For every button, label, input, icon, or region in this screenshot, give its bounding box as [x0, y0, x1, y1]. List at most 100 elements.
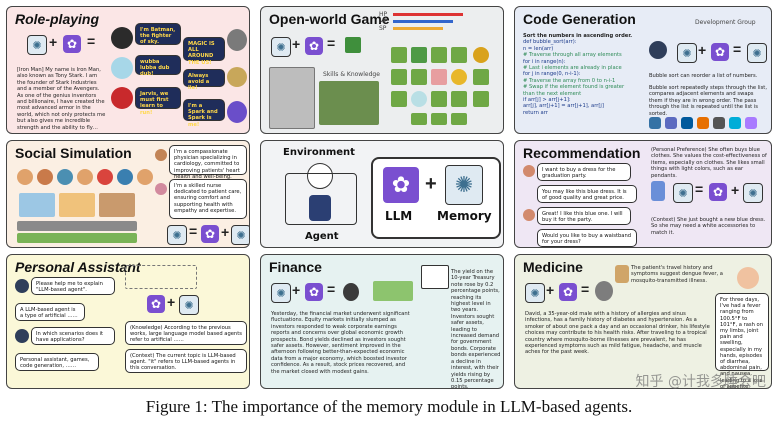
batman-avatar: [111, 27, 133, 49]
spark-avatar: [227, 101, 247, 123]
person-avatar: [77, 169, 93, 185]
panel-assistant: Personal Assistant Please help me to exp…: [6, 254, 250, 389]
globe-icon: [307, 163, 333, 189]
finance-report: Yesterday, the financial market underwen…: [271, 311, 410, 375]
city-building-icon: [99, 193, 135, 217]
grass-block-icon: [391, 47, 407, 63]
panel-codegen: Code Generation Development Group Sort t…: [514, 6, 772, 134]
pig-icon: [431, 69, 447, 85]
investor-avatar: [343, 283, 359, 301]
panel-roleplaying: Role-playing ✺ + ✿ = [Iron Man] My name …: [6, 6, 250, 134]
bubble-user-2: Great! I like this blue one. I will buy …: [537, 207, 631, 225]
grass-block-icon: [473, 69, 489, 85]
code-line: def bubble_sort(arr):: [523, 39, 577, 46]
figure-caption: Figure 1: The importance of the memory m…: [145, 397, 633, 416]
bubble-a2: Personal assistant, games, code generati…: [15, 353, 99, 371]
memory-brain-icon: ✺: [445, 165, 483, 205]
memory-brain-icon: ✺: [747, 43, 767, 63]
dress-icon: [651, 181, 665, 201]
bubble-dragon: Always avoid a lie!: [183, 69, 225, 91]
stat-sp: SP: [379, 25, 387, 32]
equals-icon: =: [327, 35, 336, 51]
watermark: 知乎 @计我多睡会吧: [635, 374, 766, 390]
memory-brain-icon: ✺: [271, 283, 291, 303]
city-building-icon: [19, 193, 55, 217]
llm-logo-icon: ✿: [305, 283, 323, 301]
panel-title: Open-world Game: [269, 11, 390, 27]
golden-apple-icon: [451, 69, 467, 85]
plus-icon: +: [731, 182, 740, 198]
road-icon: [17, 221, 137, 231]
grass-block-icon: [411, 69, 427, 85]
inventory-grid: [269, 67, 315, 129]
line-chart-icon: [421, 265, 449, 289]
code-note-2: Bubble sort repeatedly steps through the…: [649, 85, 767, 117]
plus-icon: +: [292, 282, 301, 298]
environment-label: Environment: [283, 147, 355, 158]
person-avatar: [137, 169, 153, 185]
person-avatar: [97, 169, 113, 185]
person-avatar: [117, 169, 133, 185]
plus-icon: +: [167, 294, 176, 310]
game-scene: [319, 81, 379, 125]
stat-mp: MP: [379, 18, 388, 25]
grass-block-icon: [431, 113, 447, 125]
person-avatar: [57, 169, 73, 185]
panel-title: Recommendation: [523, 145, 641, 161]
memory-brain-icon: ✺: [673, 183, 693, 203]
bubble-user-1: I want to buy a dress for the graduation…: [537, 163, 631, 181]
grass-block-icon: [431, 47, 447, 63]
panel-title: Role-playing: [15, 11, 100, 27]
grass-block-icon: [431, 91, 447, 107]
knowledge-note: (Knowledge) According to the previous wo…: [125, 321, 247, 345]
equals-icon: =: [695, 181, 704, 197]
dragon-avatar: [227, 67, 247, 87]
code-line: than the next element: [523, 90, 582, 97]
cpp-icon: [681, 117, 693, 129]
kotlin-icon: [745, 117, 757, 129]
equals-icon: =: [733, 41, 742, 57]
bubble-ironman: Jarvis, we must first learn to run!: [135, 87, 181, 116]
memory-brain-icon: ✺: [743, 183, 763, 203]
equals-icon: =: [189, 223, 198, 239]
knowledge-books-icon: [125, 265, 197, 289]
grass-block-icon: [451, 91, 467, 107]
panel-recommendation: Recommendation (Personal Preference) She…: [514, 140, 772, 248]
plus-icon: +: [425, 173, 437, 195]
grass-block-icon: [451, 47, 467, 63]
doctor-avatar: [155, 149, 167, 161]
bubble-spark: I'm a Spark and Spark is me!: [183, 99, 225, 128]
patient-avatar: [737, 267, 759, 289]
memory-brain-icon: ✺: [677, 43, 697, 63]
memory-label: Memory: [437, 209, 492, 223]
c-lang-icon: [665, 117, 677, 129]
trees-icon: [17, 233, 137, 243]
bubble-wizard: MAGIC IS ALL AROUND THE US!: [183, 37, 225, 66]
memory-brain-icon: ✺: [167, 225, 187, 245]
panel-title: Finance: [269, 259, 322, 275]
growth-chart-icon: [373, 281, 413, 301]
code-line: arr[j], arr[j+1] = arr[j+1], arr[j]: [523, 103, 604, 110]
grass-block-icon: [391, 69, 407, 85]
user-avatar: [15, 279, 29, 293]
apple-icon: [473, 47, 489, 63]
bubble-agent-2: Would you like to buy a waistband for yo…: [537, 229, 637, 247]
memory-brain-icon: ✺: [231, 225, 249, 245]
grass-block-icon: [473, 91, 489, 107]
python-icon: [649, 117, 661, 129]
ironman-intro: [Iron Man] My name is Iron Man, also kno…: [17, 67, 106, 131]
creeper-icon: [411, 47, 427, 63]
cycle-arrows: [285, 173, 357, 225]
grass-block-icon: [451, 113, 467, 125]
robot-agent-icon: [309, 195, 331, 221]
person-avatar: [17, 169, 33, 185]
person-avatar: [37, 169, 53, 185]
stat-hp: HP: [379, 11, 388, 18]
llm-logo-icon: ✿: [709, 183, 727, 201]
bubble-agent-1: You may like this blue dress. It is of g…: [537, 185, 637, 203]
panel-openworld: Open-world Game HP MP SP ✺ + ✿ = Skills …: [260, 6, 504, 134]
code-note-1: Bubble sort can reorder a list of number…: [649, 73, 758, 79]
nurse-avatar: [155, 183, 167, 195]
minecraft-character-icon: [345, 37, 361, 53]
memory-brain-icon: ✺: [27, 35, 47, 55]
